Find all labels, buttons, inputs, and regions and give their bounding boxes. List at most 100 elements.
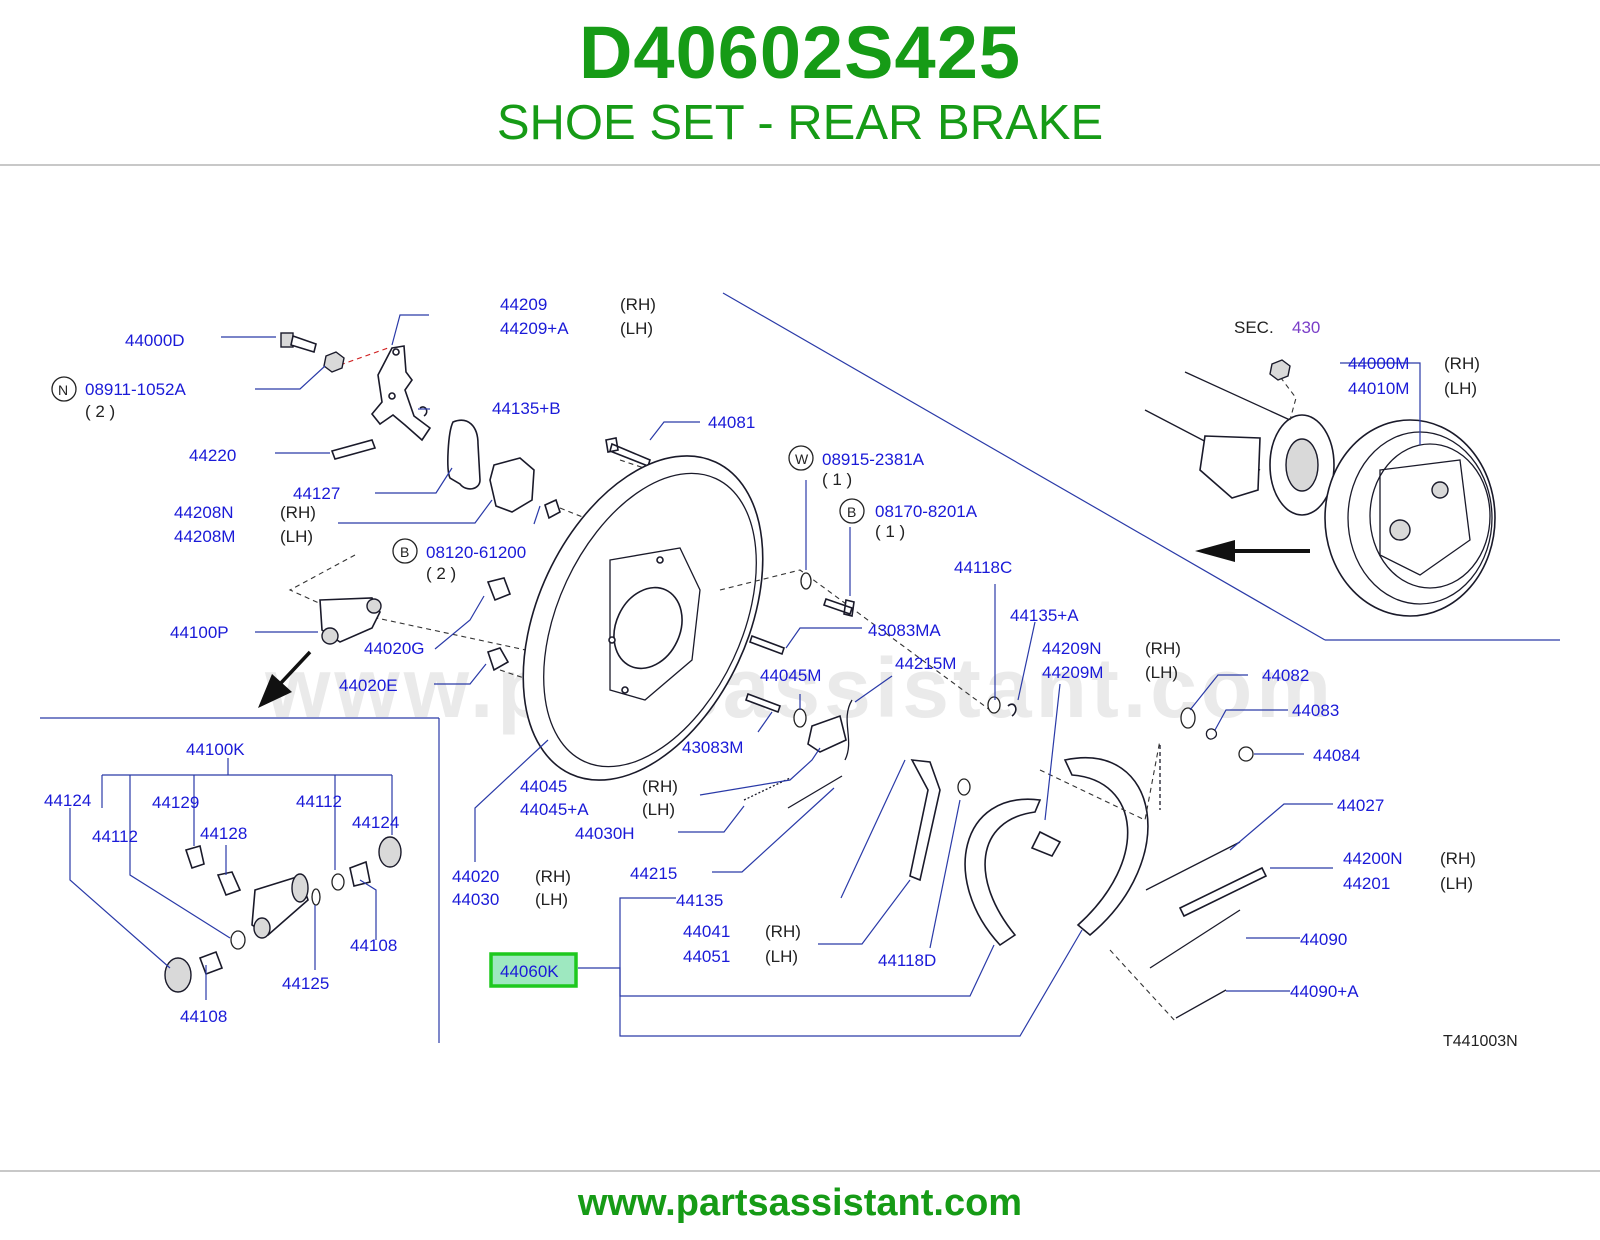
label-44112[interactable]: 44112 [296,792,342,811]
label-44200n[interactable]: 44200N [1343,849,1403,868]
clip-44118d [957,778,971,796]
clip-44135b [419,406,428,417]
spring-44027 [1145,841,1241,891]
label-44201[interactable]: 44201 [1343,874,1390,893]
label-44135[interactable]: 44135 [676,891,723,910]
label-44082[interactable]: 44082 [1262,666,1309,685]
label-44208m[interactable]: 44208M [174,527,235,546]
boot-44127 [447,419,481,490]
label-44010m[interactable]: 44010M [1348,379,1409,398]
label-44084[interactable]: 44084 [1313,746,1360,765]
side-rh: (RH) [642,777,678,796]
label-44041[interactable]: 44041 [683,922,730,941]
label-44030h[interactable]: 44030H [575,824,635,843]
label-44000m[interactable]: 44000M [1348,354,1409,373]
label-08915-2381a[interactable]: 08915-2381A [822,450,925,469]
label-44000d[interactable]: 44000D [125,331,185,350]
label-44108[interactable]: 44108 [350,936,397,955]
label-44118d[interactable]: 44118D [878,951,936,970]
label-44124[interactable]: 44124 [352,813,399,832]
label-44220[interactable]: 44220 [189,446,236,465]
label-44108[interactable]: 44108 [180,1007,227,1026]
label-44100p[interactable]: 44100P [170,623,229,642]
pin-44081 [605,437,651,468]
nut-sec430 [1269,359,1291,381]
label-44129[interactable]: 44129 [152,793,199,812]
side-rh: (RH) [765,922,801,941]
nut-08911 [323,351,345,373]
label-44125[interactable]: 44125 [282,974,329,993]
qty-08170: ( 1 ) [875,522,905,541]
label-44209n[interactable]: 44209N [1042,639,1102,658]
side-lh: (LH) [620,319,653,338]
qty-08915: ( 1 ) [822,470,852,489]
label-44051[interactable]: 44051 [683,947,730,966]
spring-44090a [1175,989,1227,1019]
label-44215[interactable]: 44215 [630,864,677,883]
bolt-08170 [822,597,855,617]
brake-shoe-44060k [964,757,1149,947]
label-44128[interactable]: 44128 [200,824,247,843]
highlight-box [489,952,578,988]
brake-assembly-44000m [1324,419,1496,617]
washer-08915 [800,572,812,590]
label-08911-1052a[interactable]: 08911-1052A [85,380,186,399]
label-44090[interactable]: 44090 [1300,930,1347,949]
side-lh: (LH) [1145,663,1178,682]
label-44209a[interactable]: 44209+A [500,319,569,338]
label-44081[interactable]: 44081 [708,413,755,432]
side-lh: (LH) [1444,379,1477,398]
label-44030[interactable]: 44030 [452,890,499,909]
label-08170-8201a[interactable]: 08170-8201A [875,502,978,521]
side-rh: (RH) [280,503,316,522]
label-44100k[interactable]: 44100K [186,740,245,759]
label-44127[interactable]: 44127 [293,484,340,503]
label-44020g[interactable]: 44020G [364,639,425,658]
bolt-43083m [744,692,782,714]
label-44083[interactable]: 44083 [1292,701,1339,720]
label-44118c[interactable]: 44118C [954,558,1012,577]
side-lh: (LH) [280,527,313,546]
sec-number[interactable]: 430 [1292,318,1320,337]
label-43083m[interactable]: 43083M [682,738,743,757]
guide-dash [1039,739,1161,821]
qty-08911: ( 2 ) [85,402,115,421]
badge-b-text: B [847,504,856,520]
side-lh: (LH) [765,947,798,966]
label-44045[interactable]: 44045 [520,777,567,796]
bolt-08120 [544,498,561,520]
footer-url[interactable]: www.partsassistant.com [577,1182,1023,1224]
label-44060k[interactable]: 44060K [500,962,559,981]
adjuster-44045 [807,714,847,753]
label-44135a[interactable]: 44135+A [1010,606,1079,625]
label-44209[interactable]: 44209 [500,295,547,314]
label-44135b[interactable]: 44135+B [492,399,561,418]
adjuster-44200n [1178,866,1268,918]
label-44124[interactable]: 44124 [44,791,91,810]
spring-44083 [1205,728,1218,740]
label-44045a[interactable]: 44045+A [520,800,589,819]
label-44215m[interactable]: 44215M [895,654,956,673]
label-44020e[interactable]: 44020E [339,676,398,695]
label-44027[interactable]: 44027 [1337,796,1384,815]
label-44112[interactable]: 44112 [92,827,138,846]
label-44209m[interactable]: 44209M [1042,663,1103,682]
label-44020[interactable]: 44020 [452,867,499,886]
side-rh: (RH) [1440,849,1476,868]
label-08120-61200[interactable]: 08120-61200 [426,543,526,562]
label-44045m[interactable]: 44045M [760,666,821,685]
cable-44215m [844,699,853,761]
badge-n [51,376,77,402]
arrow-down [278,650,312,686]
side-rh: (RH) [1444,354,1480,373]
badge-b [392,538,418,564]
bolt-44000d [280,332,317,354]
side-rh: (RH) [1145,639,1181,658]
label-44090a[interactable]: 44090+A [1290,982,1359,1001]
page-title: D40602S425 [578,11,1022,94]
label-44208n[interactable]: 44208N [174,503,234,522]
label-43083ma[interactable]: 43083MA [868,621,941,640]
clip-44135a [1007,703,1017,717]
cup-44082 [1180,707,1196,729]
sec-prefix: SEC. [1234,318,1274,337]
